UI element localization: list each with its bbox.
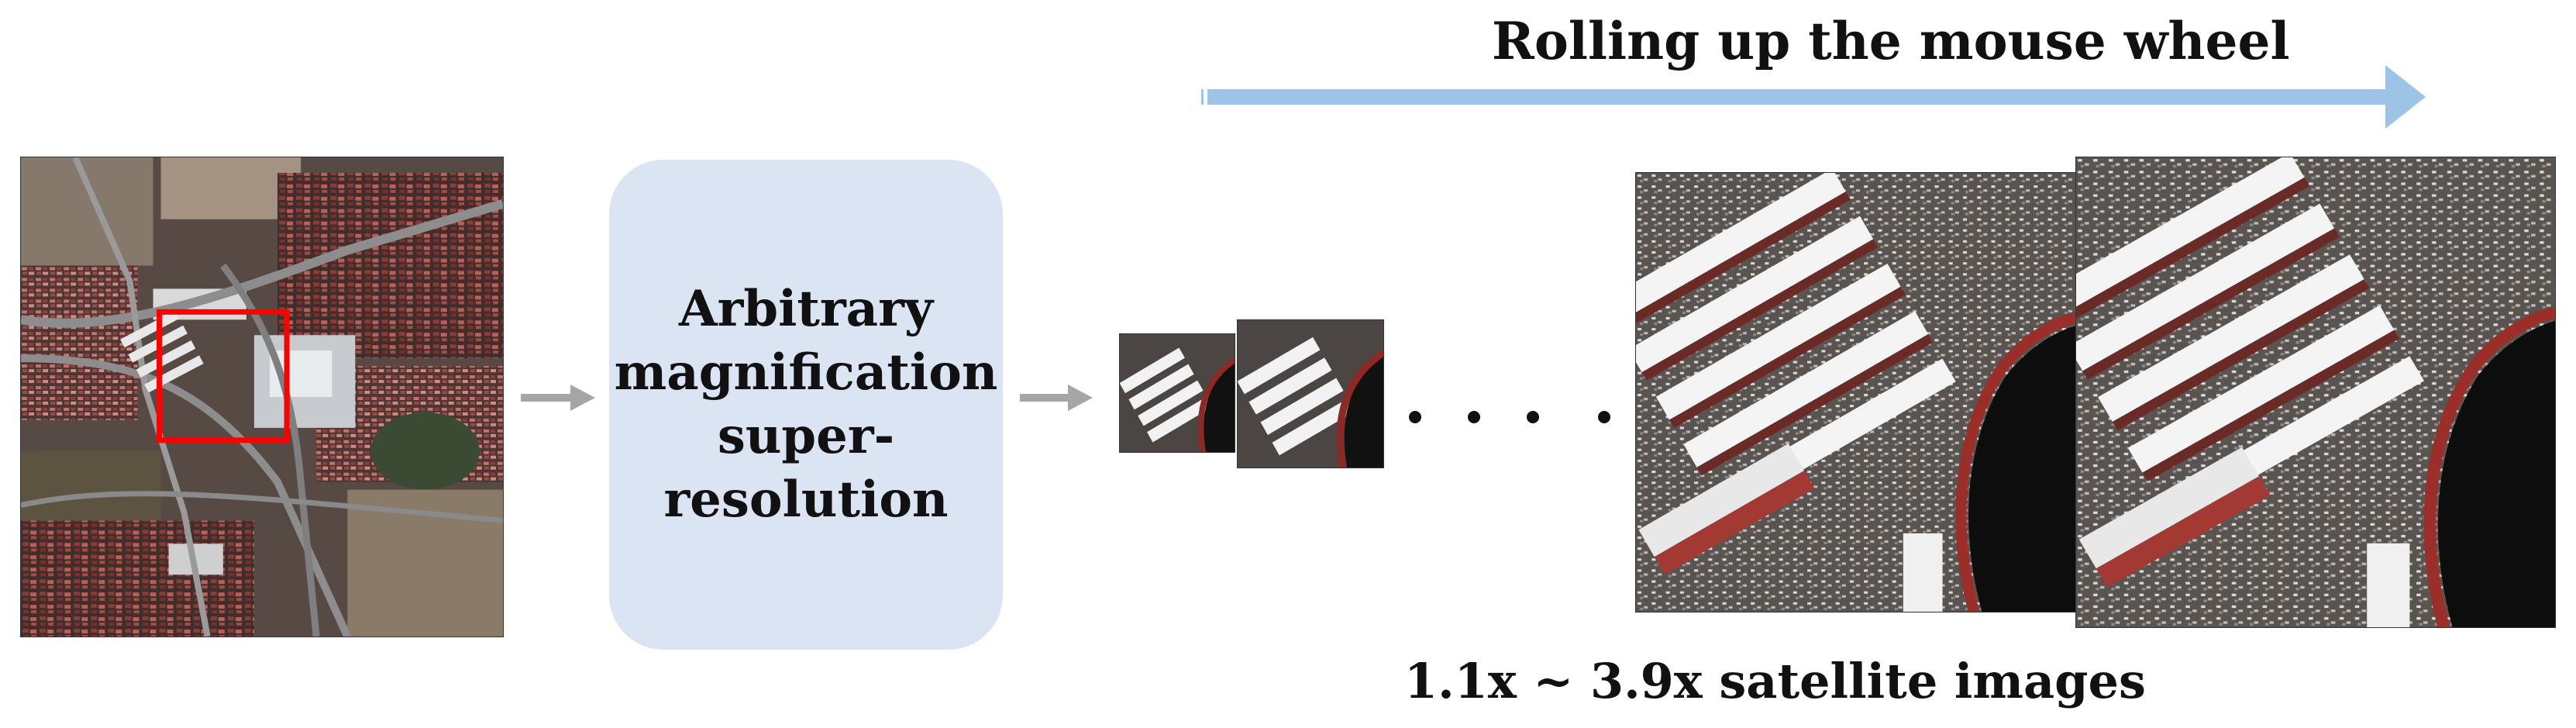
- highlight-box: [157, 309, 290, 443]
- top-arrow-label: Rolling up the mouse wheel: [1492, 11, 2290, 71]
- output-image-small-2: [1237, 319, 1384, 468]
- ellipsis-dot-2: [1468, 411, 1480, 423]
- bottom-caption: 1.1x ~ 3.9x satellite images: [1404, 653, 2146, 709]
- top-arrow: [1201, 65, 2426, 129]
- output-image-small-1: [1119, 333, 1235, 453]
- output-image-large-1: [1635, 172, 2077, 612]
- process-label: Arbitrary magnification super- resolutio…: [614, 280, 998, 529]
- source-satellite-image: [20, 157, 504, 637]
- ellipsis-dot-4: [1598, 411, 1610, 423]
- output-image-large-2: [2075, 157, 2556, 628]
- flow-arrow-2: [1020, 385, 1093, 411]
- ellipsis-dot-3: [1527, 411, 1539, 423]
- flow-arrow-1: [521, 385, 595, 411]
- super-resolution-process: Arbitrary magnification super- resolutio…: [609, 160, 1003, 650]
- ellipsis-dot-1: [1409, 411, 1421, 423]
